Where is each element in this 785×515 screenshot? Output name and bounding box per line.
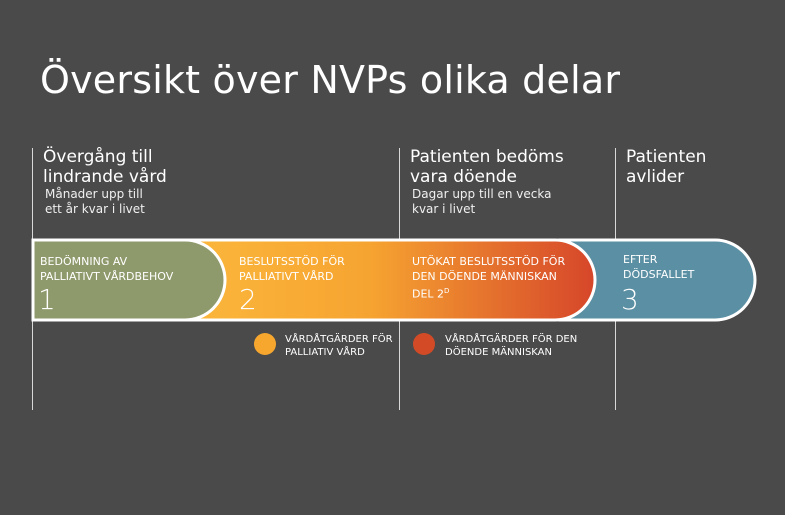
page-title: Översikt över NVPs olika delar xyxy=(40,58,621,102)
segment-1-number: 1 xyxy=(38,283,56,316)
segment-2-number: 2 xyxy=(239,283,257,316)
segment-4-number: 3 xyxy=(621,283,639,316)
segment-2-3-shape xyxy=(183,238,597,322)
legend-dot-palliative xyxy=(254,333,276,355)
segment-1-shape xyxy=(31,238,227,322)
segment-4-shape xyxy=(558,238,757,322)
legend-dot-dying xyxy=(413,333,435,355)
